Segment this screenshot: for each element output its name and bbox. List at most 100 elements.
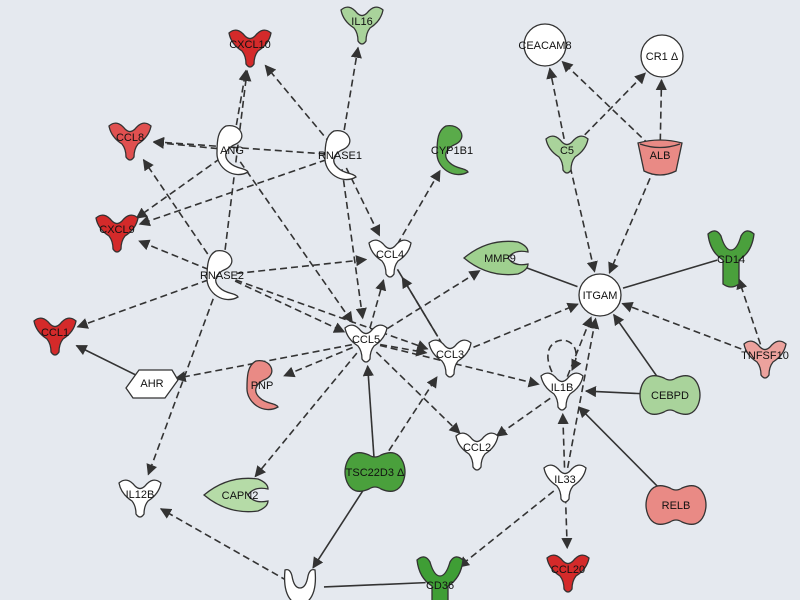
receptor-shape-icon: [416, 556, 464, 600]
edge-ahr-to-ccl1: [75, 344, 140, 378]
node-label: CEBPD: [651, 390, 689, 402]
node-ccl3[interactable]: CCL3: [428, 339, 472, 378]
edge-ang-to-ccl8: [152, 137, 218, 150]
transporter-shape-icon: [637, 139, 683, 176]
node-ccl5[interactable]: CCL5: [344, 324, 388, 363]
edge-ccl5-to-ccl4: [369, 279, 387, 329]
node-tsc22d3[interactable]: TSC22D3 Δ: [344, 452, 406, 492]
node-ccl20[interactable]: CCL20: [546, 554, 590, 593]
node-ccl2[interactable]: CCL2: [455, 432, 499, 471]
edge-ccl5-to-ccl3: [380, 343, 428, 357]
edge-cd14-to-itgam: [622, 259, 718, 289]
node-capn2[interactable]: CAPN2: [202, 477, 269, 513]
edge-c5-to-ceacam8: [546, 67, 565, 140]
enzyme-shape-icon: [206, 250, 239, 301]
edge-ccl5-to-capn2: [254, 352, 358, 478]
edge-il33-to-itgam: [566, 317, 600, 468]
node-ceacam8[interactable]: CEACAM8: [518, 23, 572, 67]
edge-ccl5-to-mmp9: [377, 270, 481, 336]
cytokine-shape-icon: [108, 122, 152, 161]
edge-ccl5-to-pnp: [283, 346, 353, 378]
node-label: CD14: [717, 254, 745, 266]
cytokine-shape-icon: [543, 464, 587, 503]
node-il16[interactable]: IL16: [340, 6, 384, 45]
node-label: CCL2: [463, 442, 491, 454]
node-il33[interactable]: IL33: [543, 464, 587, 503]
edge-rnase2-to-il12b: [146, 288, 218, 476]
node-label: CCL5: [352, 334, 380, 346]
node-ccl1[interactable]: CCL1: [33, 317, 77, 356]
cytokine-shape-icon: [368, 239, 412, 278]
node-cd14[interactable]: CD14: [707, 230, 755, 288]
node-cd36[interactable]: CD36: [416, 556, 464, 600]
node-cr1[interactable]: CR1 Δ: [640, 34, 684, 78]
node-label: CCL4: [376, 249, 404, 261]
edge-il1b-to-il1b: [547, 339, 582, 373]
edge-c5-to-cr1: [576, 72, 646, 144]
node-label: CCL8: [116, 132, 144, 144]
edge-rnase2-to-ccl8: [142, 158, 215, 264]
node-label: ANG: [220, 145, 244, 157]
edge-tsc22d3-to-ccl3: [382, 376, 438, 461]
node-relb[interactable]: RELB: [645, 485, 707, 525]
enzyme-shape-icon: [324, 130, 357, 181]
node-cyp1b1[interactable]: CYP1B1: [431, 125, 473, 176]
node-ccl4[interactable]: CCL4: [368, 239, 412, 278]
edge-rnase1-to-ccl8: [152, 136, 326, 155]
node-label: IL12B: [126, 489, 155, 501]
cytokine-shape-icon: [546, 554, 590, 593]
cytokine-shape-icon: [455, 432, 499, 471]
node-cxcl10[interactable]: CXCL10: [228, 29, 272, 68]
edge-tsc22d3-to-u1: [312, 483, 368, 569]
node-pnp[interactable]: PNP: [246, 360, 279, 411]
node-label: CCL3: [436, 349, 464, 361]
node-cebpd[interactable]: CEBPD: [639, 375, 701, 415]
transcription-regulator-shape-icon: [344, 452, 406, 492]
node-label: IL16: [351, 16, 372, 28]
node-rnase2[interactable]: RNASE2: [200, 250, 244, 301]
node-itgam[interactable]: ITGAM: [578, 273, 622, 317]
node-rnase1[interactable]: RNASE1: [318, 130, 362, 181]
edge-alb-to-ceacam8: [561, 60, 651, 146]
receptor-shape-icon: [707, 230, 755, 288]
enzyme-shape-icon: [436, 125, 469, 176]
node-label: RNASE1: [318, 150, 362, 162]
node-label: RELB: [662, 500, 691, 512]
node-ahr[interactable]: AHR: [125, 369, 179, 399]
edge-u1-to-il12b: [159, 508, 288, 582]
other-shape-icon: [523, 23, 567, 67]
nuclear-receptor-shape-icon: [125, 369, 179, 399]
transcription-regulator-shape-icon: [639, 375, 701, 415]
node-label: RNASE2: [200, 270, 244, 282]
other-shape-icon: [640, 34, 684, 78]
edge-c5-to-itgam: [569, 166, 598, 273]
node-alb[interactable]: ALB: [637, 139, 683, 176]
node-cxcl9[interactable]: CXCL9: [95, 214, 139, 253]
edge-rnase2-to-ccl3: [235, 279, 429, 351]
node-ang[interactable]: ANG: [216, 125, 249, 176]
node-mmp9[interactable]: MMP9: [462, 240, 529, 276]
cytokine-shape-icon: [428, 339, 472, 378]
node-label: CXCL10: [229, 39, 271, 51]
edge-ccl3-to-itgam: [463, 302, 579, 353]
cytokine-shape-icon: [340, 6, 384, 45]
node-ccl8[interactable]: CCL8: [108, 122, 152, 161]
edge-il33-to-il1b: [557, 412, 569, 468]
node-label: AHR: [140, 378, 163, 390]
edge-cebpd-to-itgam: [613, 313, 663, 384]
node-il12b[interactable]: IL12B: [118, 479, 162, 518]
edge-il33-to-cd36: [457, 490, 555, 568]
receptor-u-shape-icon: [283, 568, 317, 600]
cytokine-shape-icon: [228, 29, 272, 68]
node-il1b[interactable]: IL1B: [540, 372, 584, 411]
edge-rnase1-to-il16: [341, 46, 362, 141]
edge-il1b-to-ccl2: [495, 397, 551, 437]
node-tnfsf10[interactable]: TNFSF10: [741, 340, 789, 379]
node-c5[interactable]: C5: [545, 135, 589, 174]
edge-ang-to-ccl5: [239, 161, 353, 324]
edge-tsc22d3-to-ccl5: [362, 364, 375, 458]
node-label: MMP9: [484, 253, 516, 265]
node-u1[interactable]: [283, 568, 317, 600]
